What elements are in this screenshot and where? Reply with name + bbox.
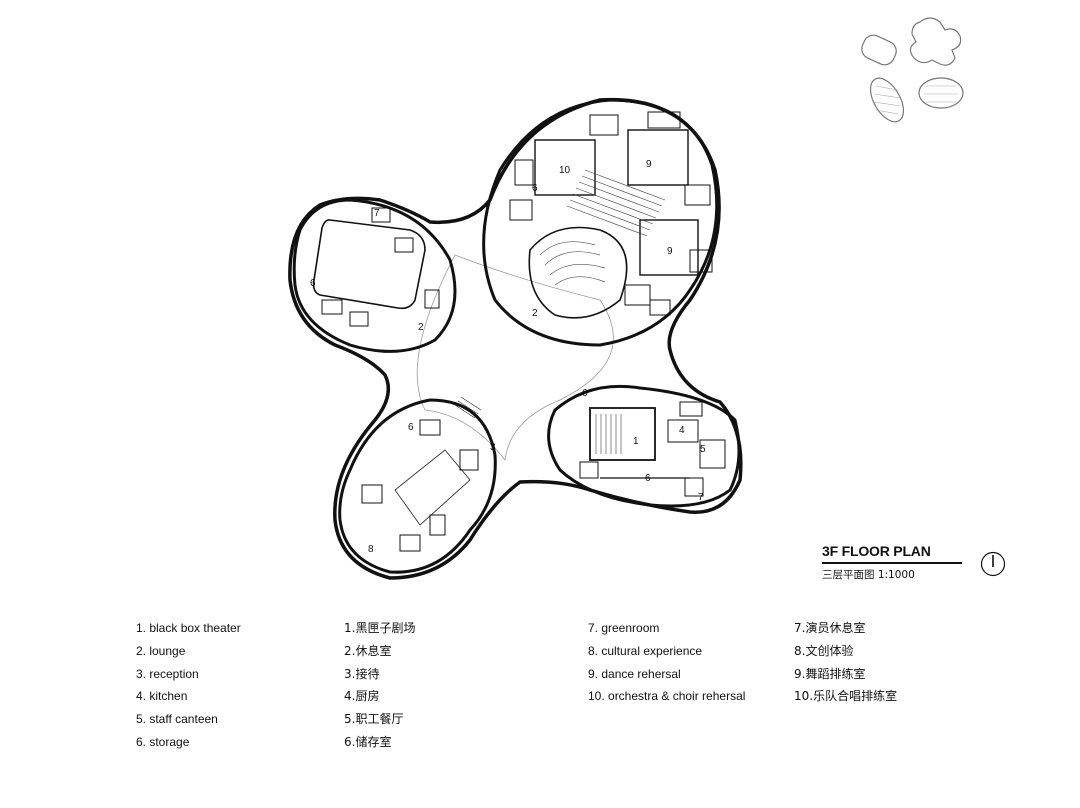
legend-chinese-col-1: 1.黑匣子剧场 2.休息室 3.接待 4.厨房 5.职工餐厅 6.储存室 [344, 621, 415, 758]
west-pod [292, 198, 457, 353]
service-rooms-southwest [361, 419, 479, 552]
southwest-pod [338, 398, 497, 574]
legend-item: 7.演员休息室 [794, 621, 866, 635]
service-rooms-west [321, 207, 440, 327]
legend-item: 3.接待 [344, 666, 380, 681]
key-map [861, 17, 964, 123]
legend-item: 3. reception [136, 666, 199, 681]
legend-english-col-1: 1. black box theater 2. lounge 3. recept… [136, 621, 241, 758]
room-number: 6 [582, 388, 588, 399]
seating-block [566, 169, 666, 237]
room-number: 4 [679, 425, 685, 436]
legend-item: 8. cultural experience [588, 643, 703, 658]
room-number: 6 [532, 183, 538, 194]
room-number: 5 [700, 444, 706, 455]
room-number: 3 [490, 442, 496, 453]
room-10 [534, 139, 596, 196]
capsule-shape-icon [861, 34, 897, 66]
legend-item: 1. black box theater [136, 621, 241, 635]
room-number: 7 [698, 492, 704, 503]
west-hall [312, 219, 426, 310]
plan-title: 3F FLOOR PLAN [822, 543, 962, 564]
legend-item: 9.舞蹈排练室 [794, 666, 866, 681]
room-number: 7 [374, 208, 380, 219]
legend-item: 1.黑匣子剧场 [344, 621, 416, 635]
room-number: 6 [310, 278, 316, 289]
room-number: 6 [408, 422, 414, 433]
legend-item: 7. greenroom [588, 621, 660, 635]
room-number: 9 [646, 159, 652, 170]
room-9-right [639, 219, 699, 276]
oval-shape-icon [918, 77, 964, 109]
legend-chinese-col-2: 7.演员休息室 8.文创体验 9.舞蹈排练室 10.乐队合唱排练室 [794, 621, 897, 712]
black-box-theater [589, 407, 656, 461]
north-arrow-icon [980, 551, 1006, 577]
legend-item: 6. storage [136, 734, 190, 749]
legend-item: 5. staff canteen [136, 712, 218, 727]
legend-item: 9. dance rehersal [588, 666, 681, 681]
room-number: 10 [559, 165, 571, 176]
legend-item: 10. orchestra & choir rehersal [588, 689, 746, 704]
legend-item: 4.厨房 [344, 689, 380, 704]
legend-item: 4. kitchen [136, 689, 188, 704]
legend-item: 2.休息室 [344, 643, 392, 658]
cross-shape-icon [909, 17, 962, 66]
auditorium-bowl [528, 226, 628, 319]
legend-item: 5.职工餐厅 [344, 712, 404, 727]
hatched-oval-shape-icon [869, 77, 905, 123]
room-number: 2 [418, 322, 424, 333]
southwest-stair [454, 396, 482, 419]
central-plaza-outline [416, 254, 614, 462]
north-pod [482, 98, 719, 347]
southeast-pod [547, 384, 741, 508]
service-rooms-southeast [579, 401, 726, 497]
plan-subtitle: 三层平面图 1:1000 [822, 569, 915, 581]
plan-title-block: 3F FLOOR PLAN 三层平面图 1:1000 [822, 543, 962, 582]
southwest-hall [394, 449, 471, 526]
legend-english-col-2: 7. greenroom 8. cultural experience 9. d… [588, 621, 745, 712]
room-number: 6 [645, 473, 651, 484]
room-number: 8 [368, 544, 374, 555]
legend-item: 6.储存室 [344, 734, 392, 749]
room-number: 1 [633, 436, 639, 447]
auditorium-rows [539, 241, 606, 286]
legend-item: 8.文创体验 [794, 643, 854, 658]
theater-seating [595, 414, 622, 454]
room-number: 9 [667, 246, 673, 257]
room-number: 2 [532, 308, 538, 319]
legend-item: 2. lounge [136, 643, 186, 658]
room-9-top [627, 129, 689, 186]
service-rooms-north [509, 111, 713, 316]
legend-item: 10.乐队合唱排练室 [794, 689, 898, 704]
floor-plan-drawing: 10 9 9 6 6 6 6 6 2 2 3 8 1 4 5 7 7 [288, 17, 964, 580]
